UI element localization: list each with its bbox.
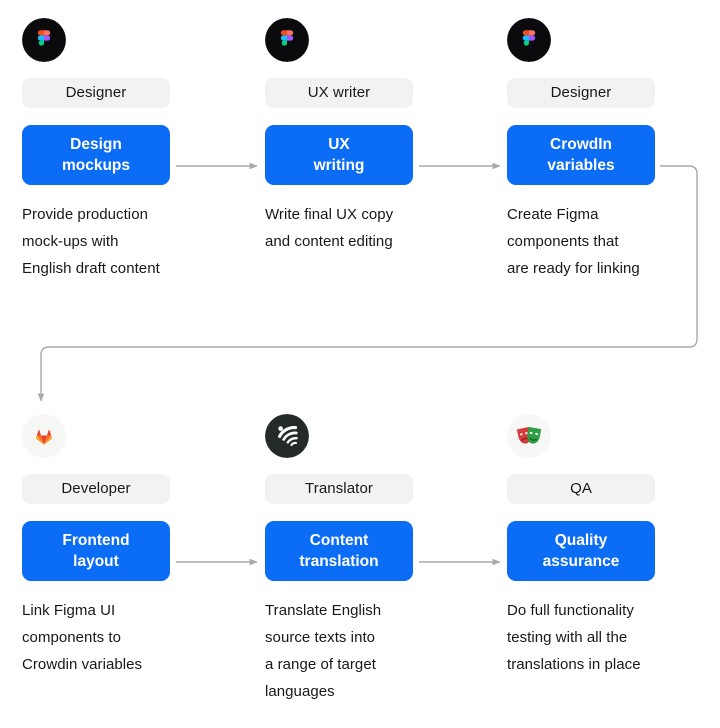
- role-pill: Translator: [265, 474, 413, 504]
- stage-description: Write final UX copy and content editing: [265, 206, 394, 250]
- figma-icon: [22, 18, 66, 62]
- action-box[interactable]: UX writing: [265, 125, 413, 185]
- stage-ux-writing: UX writer UX writing Write final UX copy…: [265, 18, 413, 255]
- stage-description: Do full functionality testing with all t…: [507, 602, 641, 673]
- crowdin-icon: [265, 414, 309, 458]
- role-pill: UX writer: [265, 78, 413, 108]
- stage-crowdin-variables: Designer CrowdIn variables Create Figma …: [507, 18, 655, 282]
- role-pill: QA: [507, 474, 655, 504]
- action-box[interactable]: Quality assurance: [507, 521, 655, 581]
- role-pill: Designer: [22, 78, 170, 108]
- figma-icon: [265, 18, 309, 62]
- action-box[interactable]: Design mockups: [22, 125, 170, 185]
- role-pill: Developer: [22, 474, 170, 504]
- gitlab-icon: [22, 414, 66, 458]
- stage-description: Provide production mock-ups with English…: [22, 206, 160, 277]
- stage-description: Translate English source texts into a ra…: [265, 602, 382, 700]
- stage-content-translation: Translator Content translation Translate…: [265, 414, 413, 705]
- action-box[interactable]: Frontend layout: [22, 521, 170, 581]
- stage-design-mockups: Designer Design mockups Provide producti…: [22, 18, 170, 282]
- role-pill: Designer: [507, 78, 655, 108]
- stage-description: Create Figma components that are ready f…: [507, 206, 640, 277]
- theater-masks-icon: [507, 414, 551, 458]
- stage-description: Link Figma UI components to Crowdin vari…: [22, 602, 143, 673]
- action-box[interactable]: CrowdIn variables: [507, 125, 655, 185]
- stage-quality-assurance: QA Quality assurance Do full functionali…: [507, 414, 655, 678]
- action-box[interactable]: Content translation: [265, 521, 413, 581]
- stage-frontend-layout: Developer Frontend layout Link Figma UI …: [22, 414, 170, 678]
- figma-icon: [507, 18, 551, 62]
